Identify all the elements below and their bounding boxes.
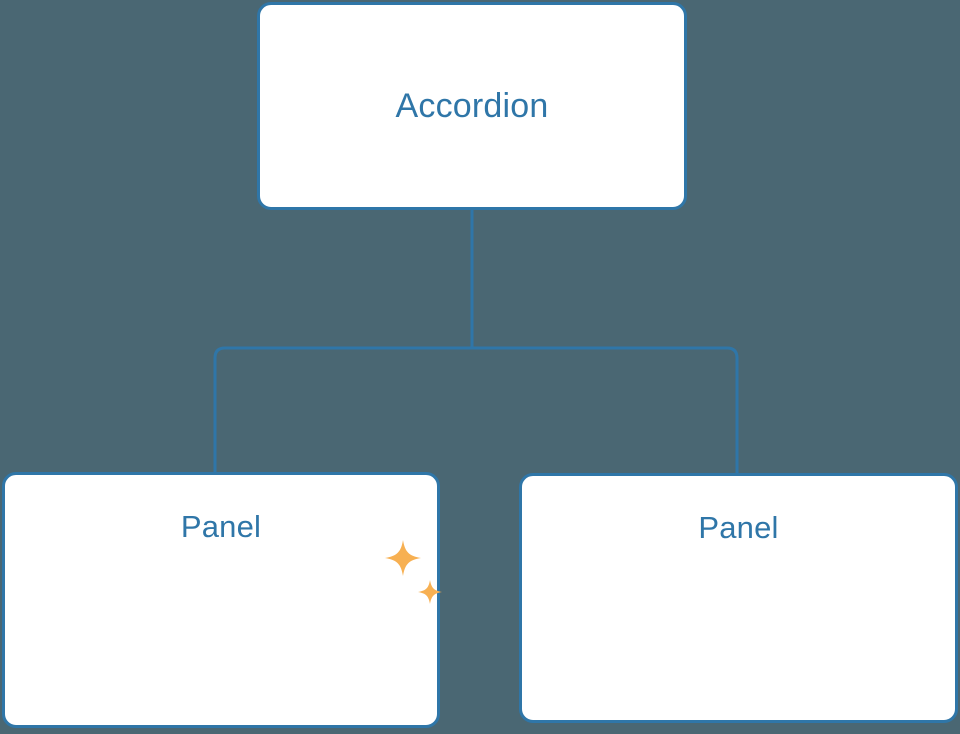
connector-branch-right [472,346,739,473]
panel-node-right-label: Panel [698,510,779,545]
connector-branch-left [213,346,472,472]
panel-node-left-label: Panel [180,509,262,544]
accordion-node[interactable]: Accordion [257,2,687,210]
panel-node-left[interactable]: Panel [2,472,440,728]
accordion-node-label: Accordion [395,86,549,125]
panel-node-right[interactable]: Panel [519,473,958,723]
